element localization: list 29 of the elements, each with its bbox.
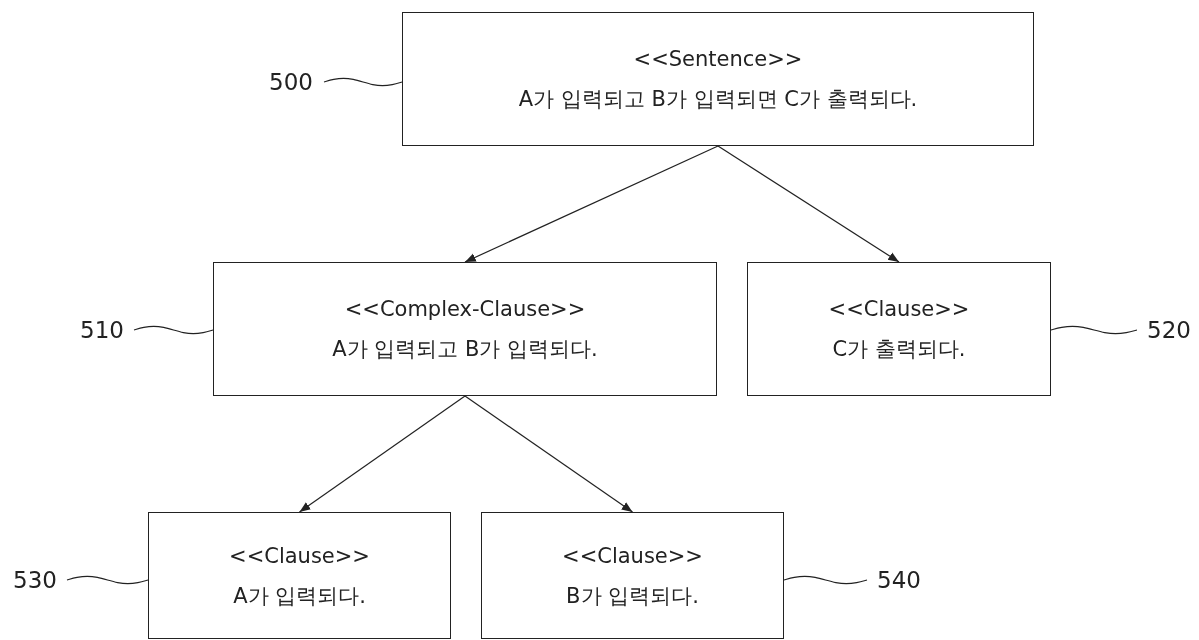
arrow (717, 145, 900, 263)
class-box (148, 512, 451, 639)
box-text: A가 입력되다. (233, 582, 366, 610)
reference-numeral: 540 (871, 566, 927, 594)
leader-line (66, 575, 149, 585)
stereotype-label: <<Clause>> (562, 542, 703, 570)
arrow (464, 395, 634, 513)
reference-numeral: 530 (7, 566, 63, 594)
box-text: C가 출력되다. (832, 336, 966, 363)
reference-numeral: 520 (1141, 316, 1197, 344)
leader-line (783, 575, 868, 585)
arrow (464, 145, 719, 263)
box-text: A가 입력되고 B가 입력되다. (332, 336, 598, 363)
reference-numeral: 500 (262, 68, 320, 96)
box-text: A가 입력되고 B가 입력되면 C가 출력되다. (518, 86, 918, 113)
class-box (402, 12, 1034, 146)
leader-line (133, 325, 214, 335)
stereotype-label: <<Clause>> (229, 542, 370, 570)
reference-numeral: 510 (74, 316, 130, 344)
class-box (747, 262, 1051, 396)
leader-line (323, 77, 403, 87)
box-text: B가 입력되다. (566, 582, 699, 610)
class-box (213, 262, 717, 396)
stereotype-label: <<Sentence>> (633, 46, 803, 73)
leader-line (1050, 325, 1138, 335)
class-box (481, 512, 784, 639)
stereotype-label: <<Clause>> (828, 296, 970, 323)
stereotype-label: <<Complex-Clause>> (344, 296, 586, 323)
arrow (298, 395, 466, 513)
